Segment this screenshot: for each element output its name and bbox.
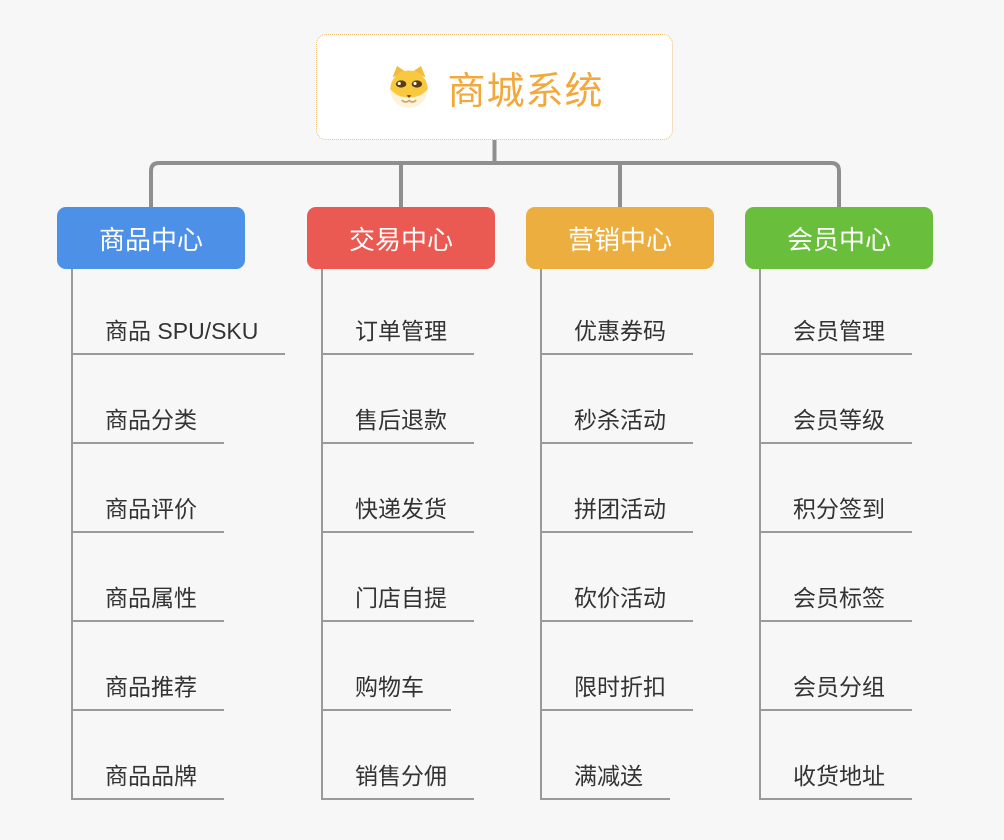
child-node[interactable]: 秒杀活动 [540, 396, 693, 444]
child-node[interactable]: 销售分佣 [321, 752, 474, 800]
branch-bus-line [149, 161, 841, 208]
root-node[interactable]: 商城系统 [316, 34, 673, 140]
branch-spine-line [540, 269, 542, 799]
branch-header-trade-center[interactable]: 交易中心 [307, 207, 495, 269]
branch-spine-line [71, 269, 73, 799]
child-node[interactable]: 优惠券码 [540, 307, 693, 355]
child-node[interactable]: 购物车 [321, 663, 451, 711]
branch-spine-line [759, 269, 761, 799]
child-node[interactable]: 收货地址 [759, 752, 912, 800]
branch-header-product-center[interactable]: 商品中心 [57, 207, 245, 269]
child-node[interactable]: 会员分组 [759, 663, 912, 711]
branch-header-marketing-center[interactable]: 营销中心 [526, 207, 714, 269]
child-node[interactable]: 售后退款 [321, 396, 474, 444]
branch-spine-line [321, 269, 323, 799]
child-node[interactable]: 会员管理 [759, 307, 912, 355]
child-node[interactable]: 限时折扣 [540, 663, 693, 711]
child-node[interactable]: 满减送 [540, 752, 670, 800]
root-label: 商城系统 [447, 70, 604, 113]
child-node[interactable]: 门店自提 [321, 574, 474, 622]
child-node[interactable]: 会员等级 [759, 396, 912, 444]
child-node[interactable]: 会员标签 [759, 574, 912, 622]
child-node[interactable]: 商品推荐 [71, 663, 224, 711]
child-node[interactable]: 商品品牌 [71, 752, 224, 800]
child-node[interactable]: 商品 SPU/SKU [71, 307, 286, 355]
child-node[interactable]: 砍价活动 [540, 574, 693, 622]
child-node[interactable]: 快递发货 [321, 485, 474, 533]
branch-header-member-center[interactable]: 会员中心 [745, 207, 933, 269]
doge-icon [385, 63, 433, 111]
child-node[interactable]: 商品分类 [71, 396, 224, 444]
child-node[interactable]: 商品评价 [71, 485, 224, 533]
child-node[interactable]: 商品属性 [71, 574, 224, 622]
child-node[interactable]: 拼团活动 [540, 485, 693, 533]
child-node[interactable]: 订单管理 [321, 307, 474, 355]
child-node[interactable]: 积分签到 [759, 485, 912, 533]
